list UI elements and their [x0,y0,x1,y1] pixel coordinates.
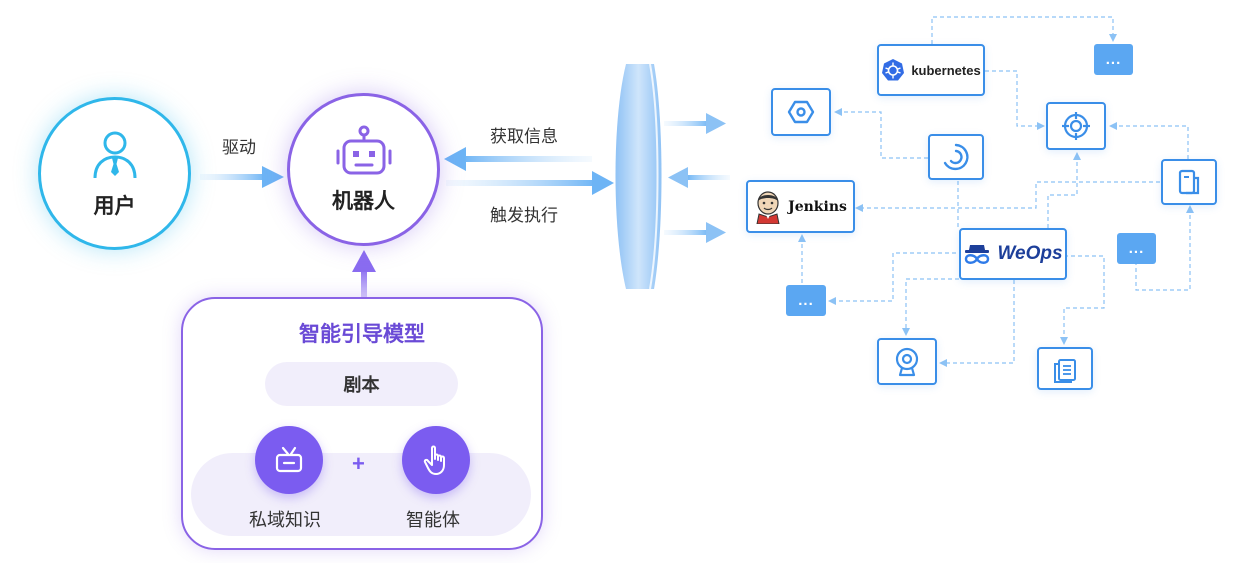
user-label: 用户 [93,194,136,218]
wall-out-arrow-bottom [664,222,726,243]
kubernetes-node[interactable]: kubernetes [877,44,985,96]
robot-label: 机器人 [332,189,395,213]
robot-icon [336,125,391,174]
weops-icon [965,245,990,264]
weops-node[interactable]: WeOps [959,228,1067,280]
jenkins-label: Jenkins [788,198,847,215]
jenkins-node[interactable]: Jenkins [746,180,855,233]
drive-label: 驱动 [222,138,256,157]
document-icon [1178,169,1200,195]
topology-links [798,16,1194,367]
model-title: 智能引导模型 [299,323,425,346]
files-service-node[interactable] [1037,347,1093,390]
wall-out-arrow-top [664,113,726,134]
target-icon [1062,112,1090,140]
agent-label: 智能体 [406,510,460,530]
kubernetes-label: kubernetes [911,62,981,78]
get-info-label: 获取信息 [490,127,558,146]
loading-service-node[interactable] [928,134,984,180]
webcam-icon [895,347,919,376]
wall-in-arrow [668,167,730,188]
files-icon [1054,358,1076,383]
camera-service-node[interactable] [877,338,937,385]
plus-sign: + [352,451,365,476]
gateway-wall [615,63,662,290]
weops-label: WeOps [997,243,1063,264]
hexagon-icon [787,100,815,124]
hexagon-service-node[interactable] [771,88,831,136]
private-knowledge-node[interactable] [255,426,323,494]
more-node-right[interactable]: ... [1117,233,1156,264]
basket-icon [275,446,303,473]
private-knowledge-label: 私域知识 [249,510,321,530]
trigger-exec-label: 触发执行 [490,206,558,225]
drive-arrow [200,166,284,188]
more-node-left[interactable]: ... [786,285,826,316]
tap-icon [423,445,445,475]
user-icon [93,131,136,178]
kubernetes-icon [882,59,905,81]
script-pill[interactable]: 剧本 [265,362,458,406]
get-info-arrow [444,147,592,171]
model-up-arrow [352,250,376,298]
jenkins-icon [756,190,780,224]
document-service-node[interactable] [1161,159,1217,205]
spinner-icon [943,143,969,171]
model-base-strip [191,453,531,536]
more-node-top[interactable]: ... [1094,44,1133,75]
user-node[interactable]: 用户 [38,97,191,250]
trigger-exec-arrow [446,171,614,195]
target-service-node[interactable] [1046,102,1106,150]
robot-node[interactable]: 机器人 [287,93,440,246]
agent-node[interactable] [402,426,470,494]
